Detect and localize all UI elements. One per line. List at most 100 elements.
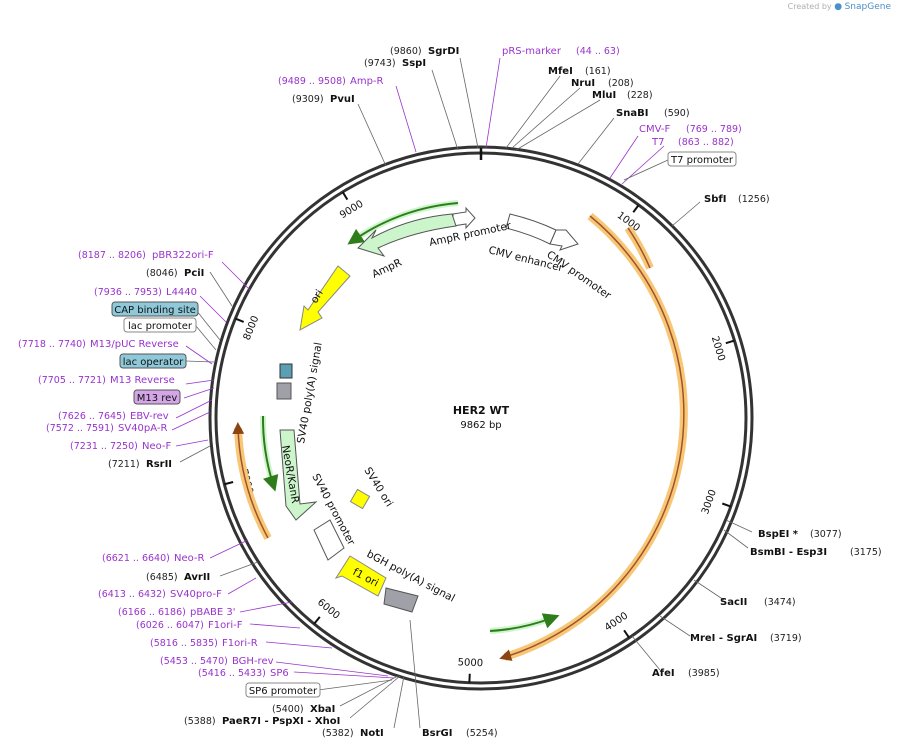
enzyme-name: PvuI [330,94,355,105]
ampr-arrow [357,213,457,257]
primer-name: F1ori-F [208,620,243,631]
primer-pos: (7231 .. 7250) [70,441,138,452]
enzyme-name: MluI [592,90,616,101]
tick-label: 3000 [700,488,719,516]
primer-name: M13 Reverse [110,375,175,386]
primer-pos: (7572 .. 7591) [46,423,114,434]
enzyme-name: MreI - SgrAI [690,633,757,644]
snapgene-watermark: Created by ● SnapGene [788,2,891,12]
primer-pos: (769 .. 789) [686,124,742,135]
tick-label: 4000 [603,610,630,633]
primer-pos: (6026 .. 6047) [136,620,204,631]
green-arc-left-line [261,415,279,492]
primer-pos: (7936 .. 7953) [94,287,162,298]
green-arc-bottom-line [489,613,560,632]
neor-kanr-arrow [279,429,318,521]
enzyme-name: PciI [184,268,204,279]
primer-name: SP6 [270,668,289,679]
enzyme-pos: (3719) [770,633,802,644]
primer-pos: (7705 .. 7721) [38,375,106,386]
box-lac-promoter [123,317,197,333]
label-ampr: AmpR [370,257,404,281]
enzyme-pos: (590) [664,108,690,119]
box-sp6-promoter [245,682,321,698]
snapgene-logo-icon: ● [834,2,843,12]
primer-pos: (5816 .. 5835) [150,638,218,649]
cmv-promoter-arrow [549,229,579,251]
tick-label: 9000 [338,199,365,222]
enzyme-name: SacII [720,597,747,608]
tick-mark [234,317,245,323]
primer-pos: (7718 .. 7740) [18,339,86,350]
box-cap-binding-site-label: CAP binding site [114,305,196,316]
enzyme-pos: (208) [608,78,634,89]
box-t7-promoter [667,151,737,167]
primer-name: Neo-F [142,441,172,452]
enzyme-name: NruI [571,78,595,89]
backbone-outer [208,145,754,691]
primer-name: L4440 [166,287,197,298]
cmv-enhancer-shape [505,213,557,245]
primer-name: BGH-rev [232,656,274,667]
enzyme-name: BspEI * [758,529,799,540]
bgh-polya-shape [383,587,419,613]
sv40-ori-box [349,488,371,510]
tick-label: 8000 [242,314,262,342]
f1-ori-arrow [334,555,387,597]
leader-lines [179,57,753,729]
enzyme-name: XbaI [310,704,335,715]
box-cap-binding-site [111,301,199,317]
enzyme-name: SbfI [704,194,726,205]
enzyme-name: PaeR7I - PspXI - XhoI [222,716,340,727]
primer-pos: (7626 .. 7645) [58,411,126,422]
label-sv40-polya: SV40 poly(A) signal [295,341,325,444]
box-sp6-promoter-label: SP6 promoter [249,686,318,697]
primer-name: pBR322ori-F [152,250,214,261]
tick-mark [341,191,349,201]
enzyme-pos: (5254) [466,728,498,739]
lac-region-box [279,363,293,379]
tick-mark [623,629,630,639]
enzyme-pos: (1256) [738,194,770,205]
primer-pos: (6621 .. 6640) [102,553,170,564]
green-arc-bottom [489,615,554,634]
orf-arc-left-line [232,422,269,539]
tick-mark [313,616,321,625]
primer-name: SV40pA-R [118,423,167,434]
enzyme-pos: (3474) [764,597,796,608]
box-t7-promoter-label: T7 promoter [670,155,734,166]
enzyme-pos: (3077) [810,529,842,540]
primer-pos: (863 .. 882) [678,137,734,148]
tick-mark [632,204,640,213]
orf-arc-outer-short-line [627,227,651,269]
primer-labels: pRS-marker (44 .. 63) (9489 .. 9508) Amp… [18,46,742,679]
tick-label: 5000 [457,657,483,669]
primer-name: pBABE 3' [190,607,236,618]
enzyme-pos: (6485) [146,572,178,583]
label-cmv-promoter: CMV promoter [544,249,613,303]
enzyme-name: AvrII [184,572,210,583]
enzyme-name: MfeI [548,66,573,77]
box-m13-rev-label: M13 rev [137,393,178,404]
enzyme-pos: (5400) [272,704,304,715]
primer-pos: (9489 .. 9508) [278,76,346,87]
primer-pos: (8187 .. 8206) [78,250,146,261]
enzyme-name: BsmBI - Esp3I [750,547,827,558]
primer-name: Amp-R [350,76,384,87]
primer-pos: (44 .. 63) [576,46,620,57]
tick-label: 2000 [709,335,727,363]
primer-pos: (5416 .. 5433) [198,668,266,679]
enzyme-name: SnaBI [616,108,648,119]
ori-arrow [299,265,351,331]
tick-mark [725,339,735,345]
plasmid-length: 9862 bp [460,420,501,431]
enzyme-pos: (9309) [292,94,324,105]
primer-name: Neo-R [174,553,205,564]
sv40-polya-box [276,382,292,400]
enzyme-labels: (9860) SgrDI (9743) SspI (9309) PvuI Mfe… [108,46,882,739]
box-m13-rev [133,389,181,405]
tick-marks [224,191,735,683]
enzyme-name: SgrDI [428,46,459,57]
enzyme-pos: (9743) [364,58,396,69]
